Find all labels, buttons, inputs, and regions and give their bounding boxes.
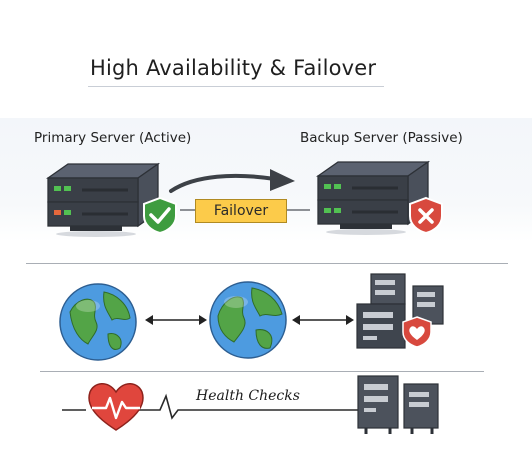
primary-server-icon (45, 162, 161, 237)
globe-icon (209, 281, 287, 359)
section-divider (26, 263, 508, 264)
title-underline (88, 86, 384, 87)
section-divider (40, 371, 484, 372)
double-arrow (292, 315, 354, 325)
diagram-title: High Availability & Failover (90, 56, 377, 80)
heart-shield-icon (402, 316, 432, 348)
monitored-servers-icon (357, 375, 439, 434)
globe-icon (59, 283, 137, 361)
server-cluster-icon (356, 273, 444, 349)
failover-badge: Failover (195, 199, 287, 223)
health-checks-label: Health Checks (196, 388, 300, 404)
cross-shield-icon (409, 196, 443, 235)
heart-icon (88, 383, 144, 431)
backup-server-label: Backup Server (Passive) (300, 130, 463, 146)
heartbeat-line (62, 393, 360, 420)
failover-arrow (169, 169, 295, 193)
backup-server-icon (315, 160, 431, 235)
check-shield-icon (143, 196, 177, 235)
primary-server-label: Primary Server (Active) (34, 130, 192, 146)
double-arrow (145, 315, 207, 325)
